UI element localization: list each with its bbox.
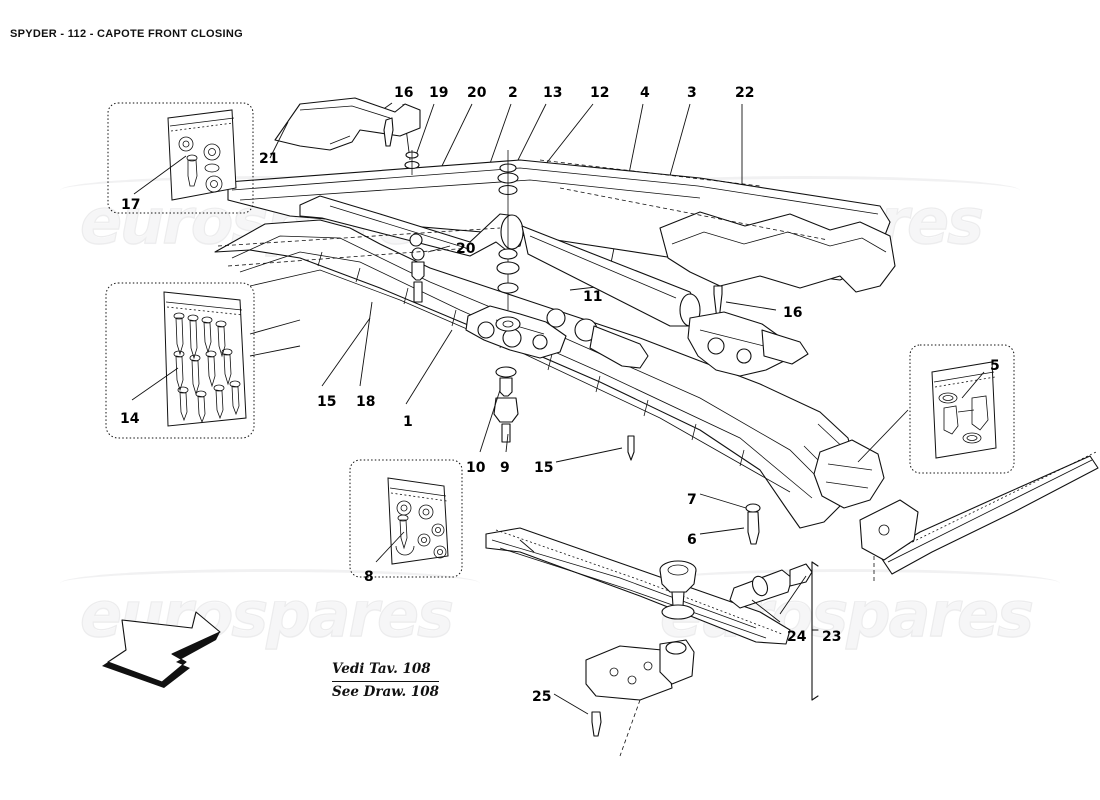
callout-15-right[interactable]: 15 [534, 460, 554, 476]
pin-fastener-15 [555, 435, 635, 463]
watermark-swoosh [60, 569, 480, 598]
lower-rod-assembly [485, 527, 791, 645]
right-side-rail [859, 451, 1099, 582]
callout-1[interactable]: 1 [403, 414, 413, 430]
callout-2[interactable]: 2 [508, 85, 518, 101]
callout-18[interactable]: 18 [356, 394, 376, 410]
inset-box-8 [349, 459, 463, 578]
callout-20-mid[interactable]: 20 [456, 241, 476, 257]
group-bracket-23 [811, 561, 819, 701]
callout-21[interactable]: 21 [259, 151, 279, 167]
grommet-cap [659, 560, 697, 620]
construction-guides [217, 159, 829, 267]
reference-note: Vedi Tav. 108 See Draw. 108 [332, 660, 440, 702]
watermark-swoosh [640, 569, 1060, 598]
callout-11[interactable]: 11 [583, 289, 603, 305]
callout-7[interactable]: 7 [687, 492, 697, 508]
reference-note-english: See Draw. 108 [332, 683, 440, 700]
rear-cover-panel [659, 211, 896, 293]
right-bracket-detail [813, 409, 909, 509]
callout-5[interactable]: 5 [990, 358, 1000, 374]
washer-stack-center [495, 150, 521, 332]
sleeve-and-bolt-24 [729, 563, 813, 623]
callout-19[interactable]: 19 [429, 85, 449, 101]
callout-13[interactable]: 13 [543, 85, 563, 101]
orientation-arrow [102, 611, 221, 688]
lower-stud-assembly-9 [479, 366, 519, 453]
inset-box-5 [909, 344, 1015, 474]
inset-box-14 [105, 282, 301, 439]
callout-20-top[interactable]: 20 [467, 85, 487, 101]
watermark-swoosh [590, 176, 1020, 205]
inset-box-17 [107, 102, 254, 214]
callout-24[interactable]: 24 [787, 629, 807, 645]
latch-crossbar-11 [299, 195, 701, 327]
reference-note-italian: Vedi Tav. 108 [332, 660, 440, 682]
callout-6[interactable]: 6 [687, 532, 697, 548]
mounting-plate-25 [553, 639, 695, 757]
callout-15-left[interactable]: 15 [317, 394, 337, 410]
left-stud-assembly-20 [321, 233, 451, 387]
right-latch-body [687, 311, 809, 377]
callout-22[interactable]: 22 [735, 85, 755, 101]
callout-10[interactable]: 10 [466, 460, 486, 476]
callout-14[interactable]: 14 [120, 411, 140, 427]
callout-17[interactable]: 17 [121, 197, 141, 213]
callout-9[interactable]: 9 [500, 460, 510, 476]
callout-4[interactable]: 4 [640, 85, 650, 101]
top-left-fasteners [383, 117, 420, 175]
callout-12[interactable]: 12 [590, 85, 610, 101]
pin-and-sleeve-7-6 [699, 493, 761, 545]
callout-8[interactable]: 8 [364, 569, 374, 585]
callout-23[interactable]: 23 [822, 629, 842, 645]
callout-16-top[interactable]: 16 [394, 85, 414, 101]
callout-16-right[interactable]: 16 [783, 305, 803, 321]
callout-3[interactable]: 3 [687, 85, 697, 101]
roof-front-panel-21 [269, 97, 421, 159]
page-title: SPYDER - 112 - CAPOTE FRONT CLOSING [10, 28, 243, 40]
central-latch-mechanism [465, 305, 649, 369]
watermark-swoosh [60, 176, 480, 205]
callout-25[interactable]: 25 [532, 689, 552, 705]
